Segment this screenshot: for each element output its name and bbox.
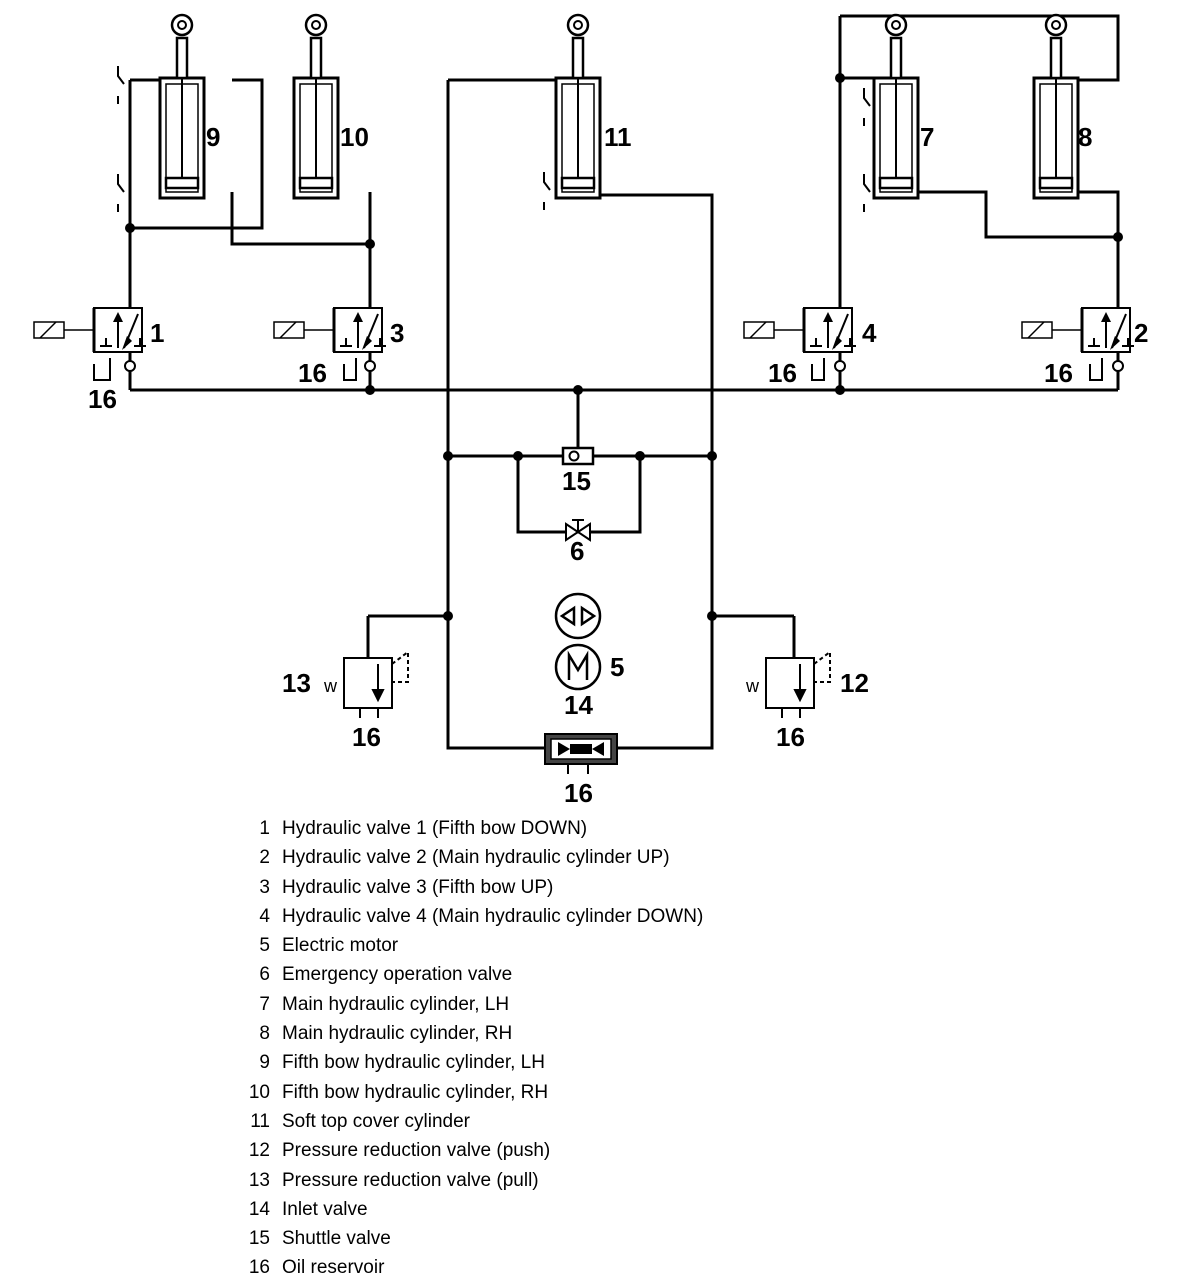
legend-number: 4 <box>259 905 270 927</box>
label-prv-13: 13 <box>282 668 311 698</box>
legend-text: Shuttle valve <box>282 1228 391 1250</box>
cylinder-8 <box>1032 13 1080 200</box>
legend-number: 12 <box>248 1140 270 1162</box>
label-cylinder-11: 11 <box>604 122 632 152</box>
cylinder-9 <box>158 13 206 200</box>
pressure-reduction-valve-12 <box>765 650 831 709</box>
legend-text: Main hydraulic cylinder, RH <box>282 1023 513 1045</box>
legend-number: 13 <box>248 1169 270 1191</box>
legend-text: Emergency operation valve <box>282 964 513 986</box>
legend-number: 2 <box>259 847 270 869</box>
label-valve-4: 4 <box>862 318 877 348</box>
legend-item: 14 Inlet valve <box>236 1195 936 1224</box>
label-reservoir-13: 16 <box>352 722 381 752</box>
hydraulic-schematic: 9 10 11 7 8 1 3 4 2 16 16 16 16 15 6 5 1… <box>32 13 1148 808</box>
cylinder-10 <box>292 13 340 200</box>
label-emergency-valve: 6 <box>570 536 584 566</box>
pressure-reduction-valve-13 <box>343 650 409 709</box>
legend-item: 1 Hydraulic valve 1 (Fifth bow DOWN) <box>236 814 936 843</box>
legend-text: Fifth bow hydraulic cylinder, LH <box>282 1052 545 1074</box>
valve-3 <box>272 306 388 354</box>
legend-text: Hydraulic valve 3 (Fifth bow UP) <box>282 876 554 898</box>
label-pump: 5 <box>610 652 624 682</box>
legend-number: 9 <box>259 1052 270 1074</box>
legend-text: Oil reservoir <box>282 1257 385 1279</box>
check-points <box>124 360 1124 372</box>
legend-number: 8 <box>259 1023 270 1045</box>
legend-number: 10 <box>248 1081 270 1103</box>
label-shuttle-valve: 15 <box>562 466 591 496</box>
limit-switch-marks <box>117 66 871 212</box>
legend-number: 1 <box>259 818 270 839</box>
label-valve-3: 3 <box>390 318 404 348</box>
label-spring-12: w <box>745 676 760 696</box>
legend-item: 8 Main hydraulic cylinder, RH <box>236 1019 936 1048</box>
label-reservoir-4: 16 <box>768 358 797 388</box>
legend-text: Pressure reduction valve (pull) <box>282 1169 539 1191</box>
legend-number: 16 <box>248 1257 270 1279</box>
legend-text: Main hydraulic cylinder, LH <box>282 993 510 1015</box>
legend-number: 7 <box>259 993 270 1015</box>
reservoir-marks <box>93 358 1103 774</box>
label-reservoir-3: 16 <box>298 358 327 388</box>
legend-item: 6 Emergency operation valve <box>236 960 936 989</box>
label-reservoir-1: 16 <box>88 384 117 414</box>
legend-number: 3 <box>259 876 270 898</box>
legend-number: 6 <box>259 964 270 986</box>
junctions <box>125 73 1123 621</box>
legend-text: Fifth bow hydraulic cylinder, RH <box>282 1081 549 1103</box>
legend-text: Electric motor <box>282 935 399 957</box>
pump <box>554 592 602 640</box>
label-prv-12: 12 <box>840 668 869 698</box>
legend-item: 7 Main hydraulic cylinder, LH <box>236 990 936 1019</box>
legend-item: 4 Hydraulic valve 4 (Main hydraulic cylin… <box>236 902 936 931</box>
legend-item: 15 Shuttle valve <box>236 1224 936 1253</box>
valve-4 <box>742 306 858 354</box>
legend-number: 14 <box>248 1198 270 1220</box>
label-reservoir-inlet: 16 <box>564 778 593 808</box>
cylinder-11 <box>554 13 602 200</box>
valve-1 <box>32 306 148 354</box>
emergency-valve <box>565 519 591 542</box>
legend-text: Hydraulic valve 1 (Fifth bow DOWN) <box>282 818 588 839</box>
legend-item: 3 Hydraulic valve 3 (Fifth bow UP) <box>236 873 936 902</box>
label-cylinder-10: 10 <box>340 122 369 152</box>
legend-item: 10 Fifth bow hydraulic cylinder, RH <box>236 1078 936 1107</box>
label-valve-2: 2 <box>1134 318 1148 348</box>
label-cylinder-9: 9 <box>206 122 220 152</box>
electric-motor <box>554 643 602 691</box>
label-reservoir-2: 16 <box>1044 358 1073 388</box>
label-valve-1: 1 <box>150 318 164 348</box>
legend-text: Pressure reduction valve (push) <box>282 1140 551 1162</box>
legend-item: 11 Soft top cover cylinder <box>236 1107 936 1136</box>
legend-text: Hydraulic valve 4 (Main hydraulic cylind… <box>282 905 704 927</box>
legend-number: 5 <box>259 935 270 957</box>
legend-item: 9 Fifth bow hydraulic cylinder, LH <box>236 1048 936 1077</box>
label-cylinder-8: 8 <box>1078 122 1092 152</box>
valve-2 <box>1020 306 1136 354</box>
legend-text: Inlet valve <box>282 1198 368 1220</box>
label-spring-13: w <box>323 676 338 696</box>
legend-item: 5 Electric motor <box>236 931 936 960</box>
legend-item: 2 Hydraulic valve 2 (Main hydraulic cylin… <box>236 843 936 872</box>
shuttle-valve <box>561 446 595 466</box>
legend-text: Hydraulic valve 2 (Main hydraulic cylind… <box>282 847 670 869</box>
label-reservoir-12: 16 <box>776 722 805 752</box>
label-motor: 14 <box>564 690 593 720</box>
legend-number: 15 <box>248 1228 270 1250</box>
legend-number: 11 <box>250 1110 270 1132</box>
legend-item: 16 Oil reservoir <box>236 1253 936 1282</box>
legend-item: 13 Pressure reduction valve (pull) <box>236 1166 936 1195</box>
label-cylinder-7: 7 <box>920 122 934 152</box>
inlet-valve <box>544 733 618 765</box>
legend-text: Soft top cover cylinder <box>282 1110 470 1132</box>
cylinder-7 <box>872 13 920 200</box>
legend-item: 12 Pressure reduction valve (push) <box>236 1136 936 1165</box>
